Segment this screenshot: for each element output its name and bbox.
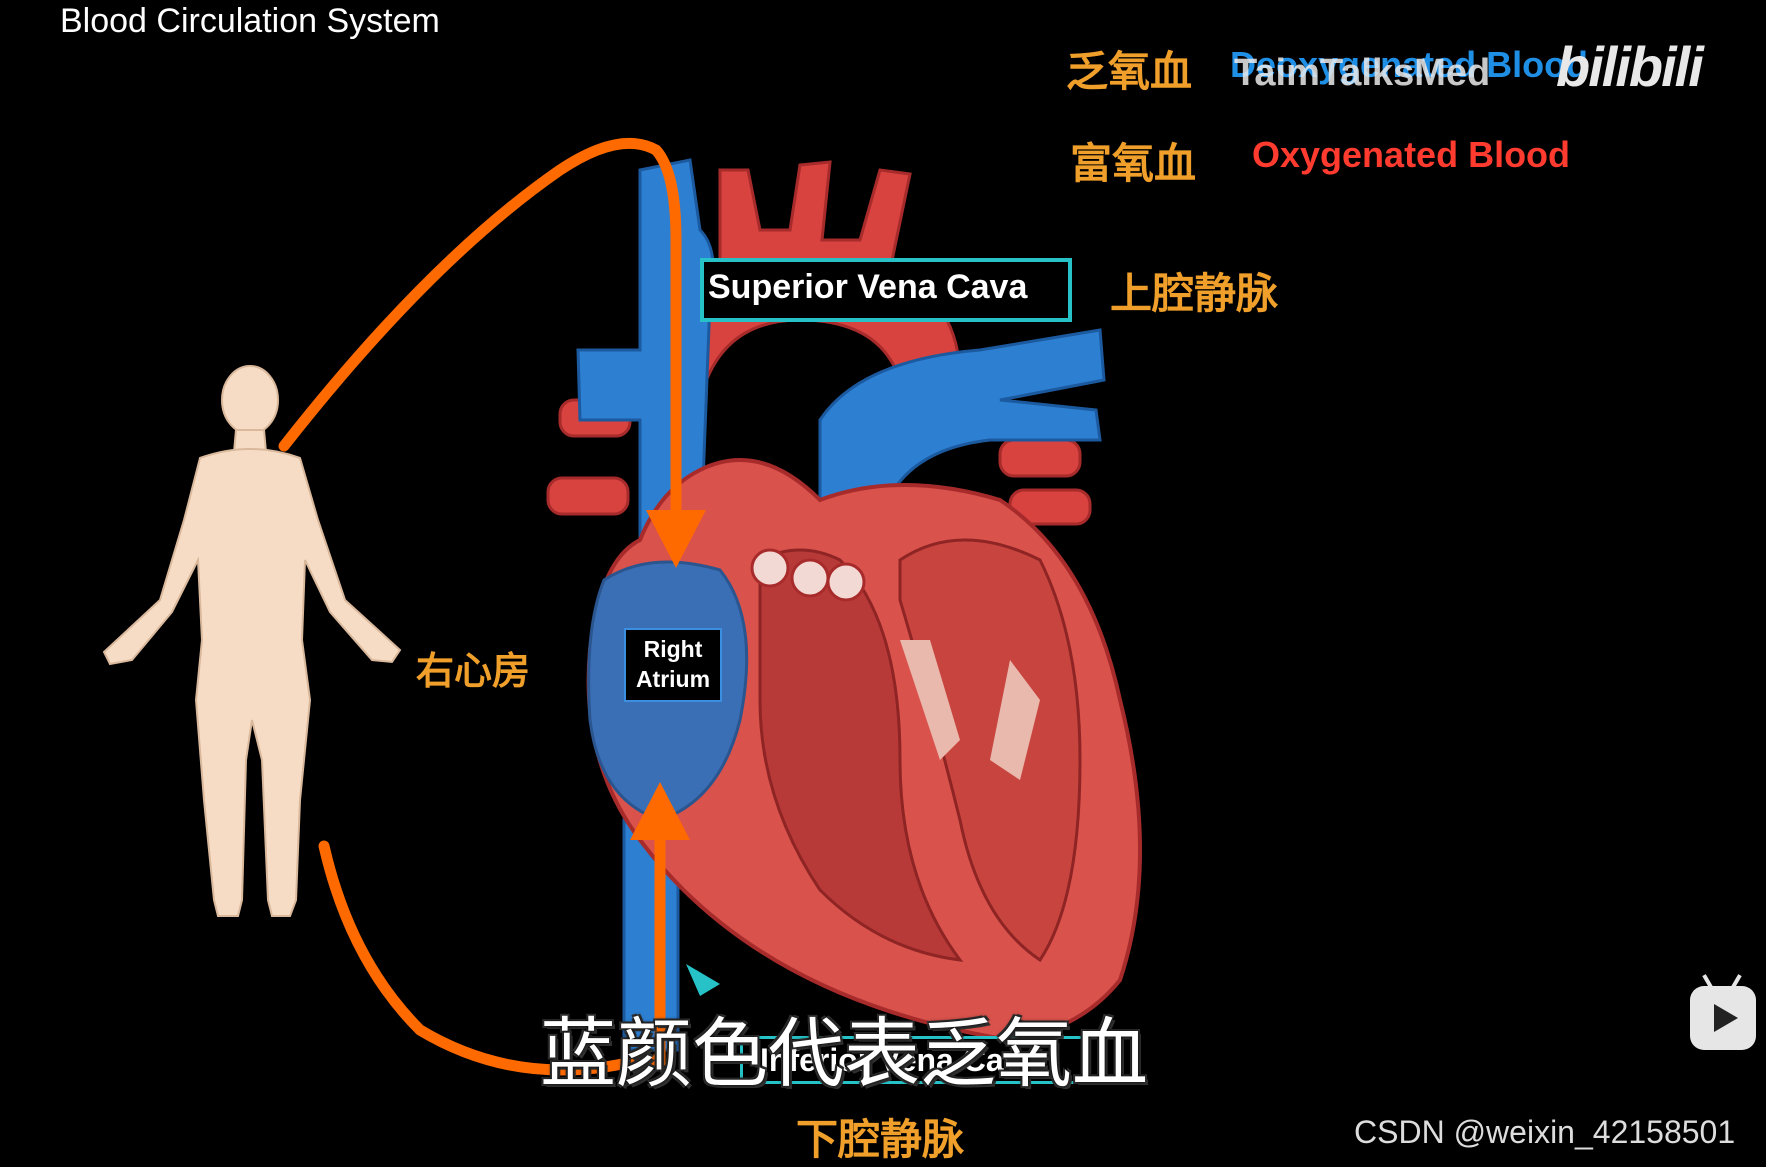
csdn-credit: CSDN @weixin_42158501	[1354, 1114, 1735, 1151]
legend-oxygenated-en: Oxygenated Blood	[1252, 134, 1570, 176]
video-title: Blood Circulation System	[60, 2, 440, 41]
right-atrium-label: Right Atrium	[628, 634, 718, 694]
video-subtitle: 蓝颜色代表乏氧血	[540, 992, 1148, 1102]
legend-deoxygenated-cn: 乏氧血	[1066, 38, 1192, 99]
inferior-vena-cava-label-cn: 下腔静脉	[796, 1106, 964, 1167]
superior-vena-cava-label: Superior Vena Cava	[708, 268, 1027, 307]
human-figure	[104, 366, 400, 916]
legend-oxygenated-cn: 富氧血	[1070, 130, 1196, 191]
play-button-icon[interactable]	[1690, 986, 1756, 1050]
play-triangle-icon	[1714, 1004, 1738, 1032]
channel-watermark: TaimTalksMed	[1234, 52, 1490, 95]
bilibili-logo: bilibili	[1556, 34, 1702, 99]
right-atrium-label-cn: 右心房	[416, 640, 530, 695]
superior-vena-cava-label-cn: 上腔静脉	[1110, 260, 1278, 321]
